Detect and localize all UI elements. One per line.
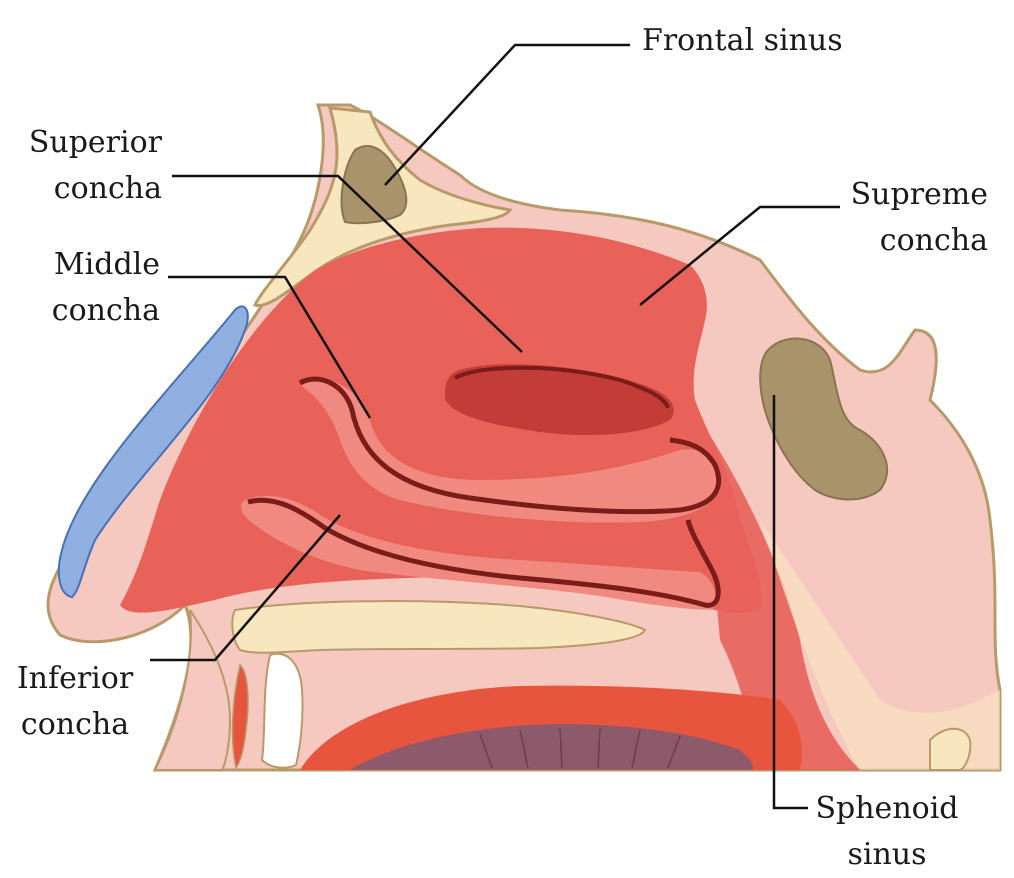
- incisor: [262, 654, 303, 768]
- label-middle-concha-line2: concha: [10, 288, 160, 334]
- label-frontal-sinus: Frontal sinus: [642, 18, 843, 64]
- label-inferior-concha-line2: concha: [10, 702, 140, 748]
- label-sphenoid-sinus: Sphenoid sinus: [812, 786, 962, 878]
- label-supreme-concha: Supreme concha: [848, 172, 988, 264]
- label-superior-concha-line2: concha: [22, 166, 162, 212]
- label-supreme-concha-line2: concha: [848, 218, 988, 264]
- label-frontal-sinus-line1: Frontal sinus: [642, 18, 843, 64]
- label-supreme-concha-line1: Supreme: [848, 172, 988, 218]
- label-sphenoid-sinus-line2: sinus: [812, 832, 962, 878]
- cervical-outline: [930, 729, 970, 770]
- label-middle-concha: Middle concha: [10, 242, 160, 334]
- label-inferior-concha: Inferior concha: [10, 656, 140, 748]
- label-superior-concha-line1: Superior: [22, 120, 162, 166]
- label-sphenoid-sinus-line1: Sphenoid: [812, 786, 962, 832]
- label-superior-concha: Superior concha: [22, 120, 162, 212]
- label-inferior-concha-line1: Inferior: [10, 656, 140, 702]
- label-middle-concha-line1: Middle: [10, 242, 160, 288]
